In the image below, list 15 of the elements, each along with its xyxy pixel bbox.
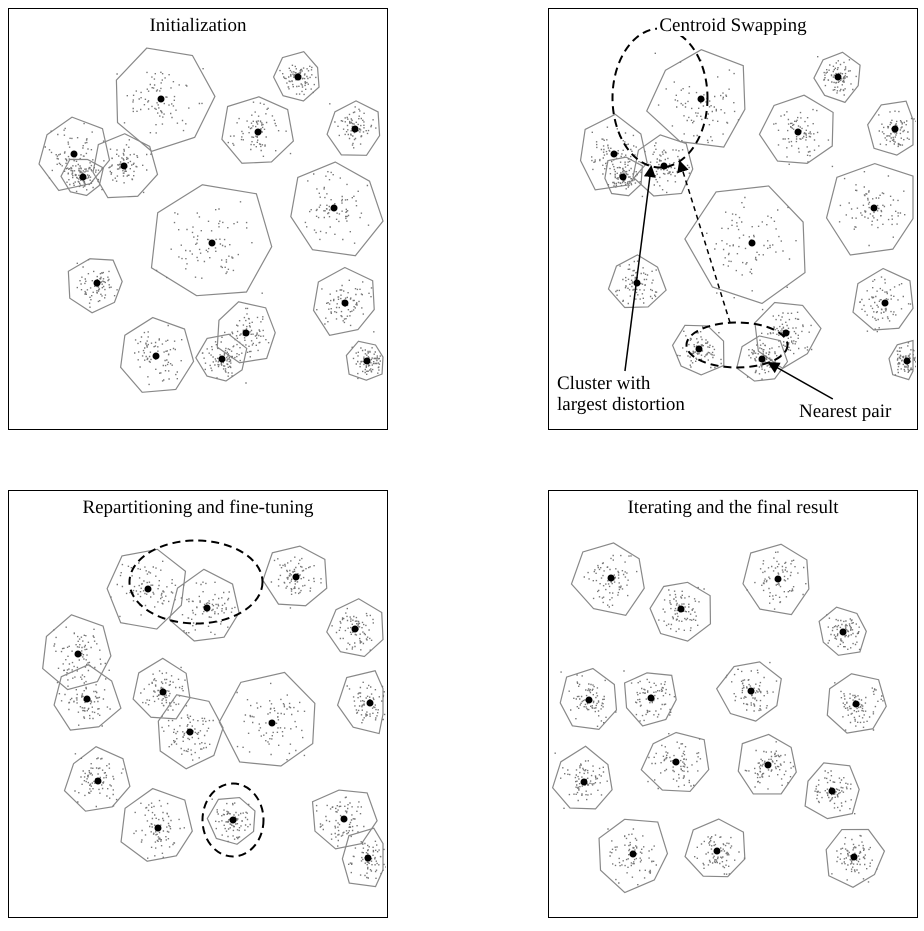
panel-title: Centroid Swapping xyxy=(657,15,809,36)
panel-title: Iterating and the final result xyxy=(625,497,841,518)
arrow xyxy=(677,160,731,323)
dashed-ellipse xyxy=(685,321,789,369)
panel-frame xyxy=(548,490,918,918)
panel-title: Repartitioning and fine-tuning xyxy=(80,497,316,518)
panel-frame xyxy=(8,8,388,430)
panel-frame xyxy=(548,8,918,430)
dashed-ellipse xyxy=(128,539,264,625)
dashed-ellipse xyxy=(201,782,265,858)
arrow xyxy=(767,362,834,400)
arrow xyxy=(624,165,656,372)
annotation-text: Cluster with largest distortion xyxy=(557,373,685,415)
panel-frame xyxy=(8,490,388,918)
annotation-text: Nearest pair xyxy=(799,401,892,422)
